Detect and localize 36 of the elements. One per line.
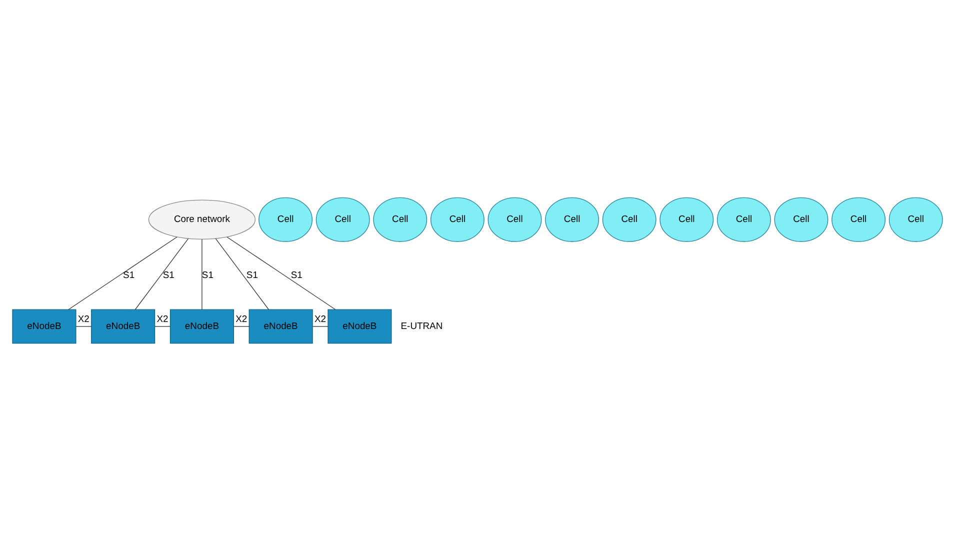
node-box: eNodeB bbox=[12, 309, 76, 344]
node-ellipse: Cell bbox=[660, 197, 714, 242]
node-ellipse: Cell bbox=[258, 197, 313, 242]
edge-label: X2 bbox=[236, 312, 248, 324]
edge-label: S1 bbox=[162, 269, 174, 280]
connector bbox=[154, 326, 171, 327]
connector bbox=[215, 238, 269, 310]
node-box: eNodeB bbox=[328, 309, 392, 344]
node-ellipse: Cell bbox=[316, 197, 370, 242]
edge-label: S1 bbox=[290, 269, 302, 280]
node-ellipse: Cell bbox=[832, 197, 886, 242]
edge-label: X2 bbox=[156, 312, 168, 324]
connector bbox=[233, 326, 250, 327]
node-ellipse: Core network bbox=[148, 200, 256, 240]
node-box: eNodeB bbox=[91, 309, 156, 344]
node-ellipse: Cell bbox=[888, 197, 943, 242]
node-ellipse: Cell bbox=[774, 197, 828, 242]
label: E-UTRAN bbox=[400, 320, 443, 331]
edge-label: X2 bbox=[78, 312, 90, 324]
node-ellipse: Cell bbox=[545, 197, 599, 242]
node-ellipse: Cell bbox=[488, 197, 542, 242]
connector bbox=[76, 326, 92, 327]
connector bbox=[134, 238, 189, 310]
node-ellipse: Cell bbox=[430, 197, 484, 242]
edge-label: S1 bbox=[246, 269, 258, 280]
edge-label: S1 bbox=[123, 269, 135, 280]
connector bbox=[68, 236, 178, 310]
node-box: eNodeB bbox=[248, 309, 313, 344]
connector bbox=[226, 236, 336, 310]
node-ellipse: Cell bbox=[373, 197, 428, 242]
connector bbox=[312, 326, 328, 327]
node-ellipse: Cell bbox=[602, 197, 656, 242]
edge-label: S1 bbox=[202, 269, 214, 280]
edge-label: X2 bbox=[314, 312, 326, 324]
node-box: eNodeB bbox=[170, 309, 234, 344]
node-ellipse: Cell bbox=[716, 197, 771, 242]
